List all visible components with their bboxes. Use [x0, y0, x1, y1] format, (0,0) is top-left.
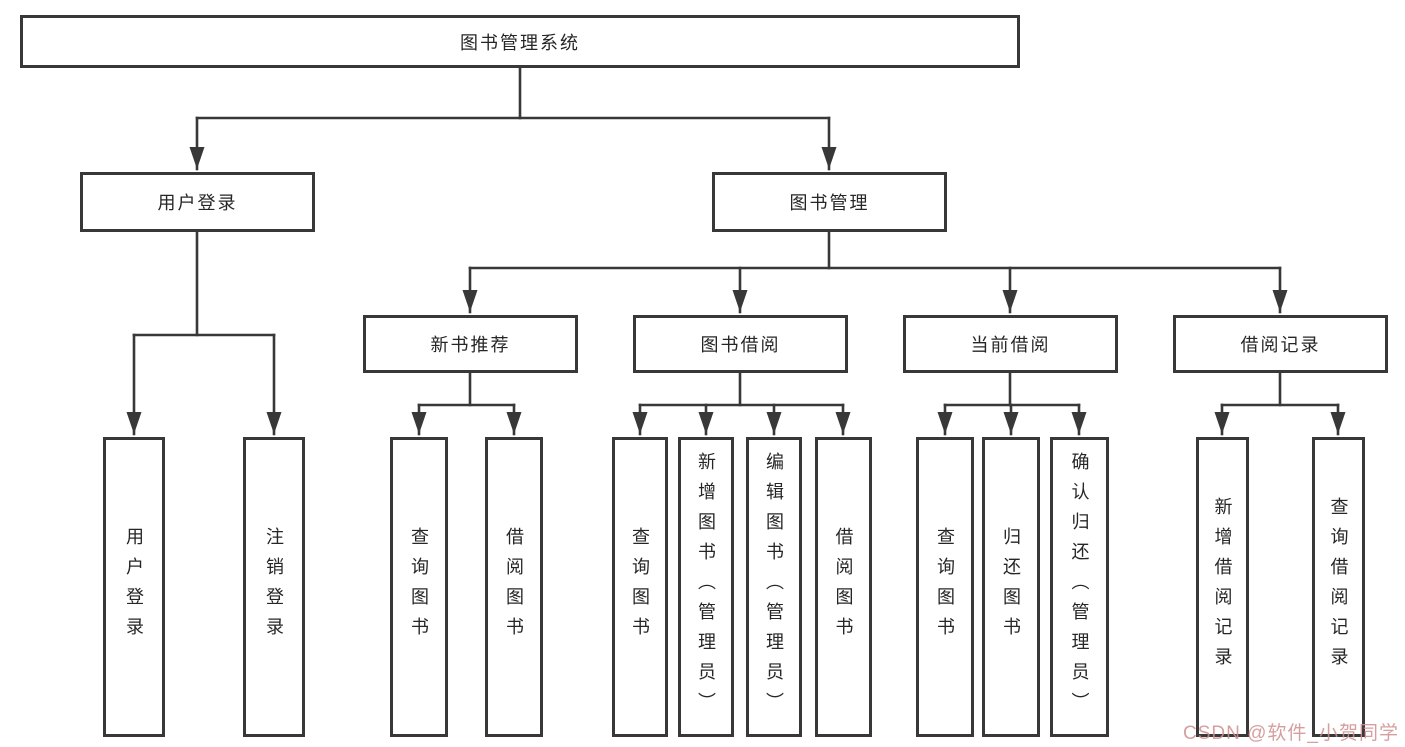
node-new-book-recommend: 新书推荐 [363, 315, 578, 373]
connector-borrow-records-children [1214, 371, 1346, 436]
leaf-edit-books-admin: 编辑图书（管理员） [746, 437, 802, 737]
connector-current-borrow-children [937, 371, 1087, 436]
leaf-label: 编辑图书（管理员） [764, 452, 784, 722]
leaf-add-borrow-record: 新增借阅记录 [1196, 437, 1249, 737]
leaf-add-books-admin: 新增图书（管理员） [678, 437, 734, 737]
leaf-label: 查询借阅记录 [1328, 497, 1349, 677]
leaf-label: 查询图书 [935, 527, 955, 647]
leaf-query-books-borrow: 查询图书 [612, 437, 668, 737]
node-borrow-records: 借阅记录 [1173, 315, 1388, 373]
csdn-watermark: CSDN @软件_小贺同学 [1183, 723, 1399, 744]
leaf-label: 查询图书 [409, 527, 429, 647]
leaf-label: 归还图书 [1001, 527, 1021, 647]
leaf-label: 借阅图书 [504, 527, 524, 647]
leaf-logout: 注销登录 [243, 437, 305, 737]
node-book-management-label: 图书管理 [789, 193, 870, 213]
node-user-login-label: 用户登录 [157, 193, 238, 213]
leaf-label: 用户登录 [124, 527, 144, 647]
leaf-return-books: 归还图书 [982, 437, 1040, 737]
node-root: 图书管理系统 [20, 15, 1020, 68]
leaf-label: 借阅图书 [833, 527, 854, 647]
node-book-management: 图书管理 [712, 172, 947, 232]
leaf-label: 查询图书 [630, 527, 650, 647]
leaf-borrow-books-new: 借阅图书 [485, 437, 543, 737]
leaf-user-login: 用户登录 [103, 437, 165, 737]
leaf-query-borrow-record: 查询借阅记录 [1312, 437, 1365, 737]
connector-book-management-children [462, 230, 1288, 314]
connector-user-login-children [126, 230, 282, 436]
leaf-label: 新增图书（管理员） [696, 452, 716, 722]
leaf-borrow-books: 借阅图书 [815, 437, 872, 737]
leaf-confirm-return-admin: 确认归还（管理员） [1050, 437, 1109, 737]
node-current-borrow-label: 当前借阅 [970, 335, 1051, 355]
connector-new-book-children [411, 371, 522, 436]
connector-book-borrow-children [632, 371, 851, 436]
leaf-query-books-new: 查询图书 [390, 437, 448, 737]
leaf-query-books-current: 查询图书 [916, 437, 974, 737]
connector-root-to-level2 [189, 66, 837, 171]
node-book-borrow-label: 图书借阅 [700, 335, 781, 355]
node-new-book-recommend-label: 新书推荐 [430, 335, 511, 355]
leaf-label: 确认归还（管理员） [1069, 452, 1090, 722]
leaf-label: 新增借阅记录 [1212, 497, 1233, 677]
node-user-login: 用户登录 [80, 172, 315, 232]
leaf-label: 注销登录 [264, 527, 284, 647]
node-book-borrow: 图书借阅 [633, 315, 848, 373]
node-current-borrow: 当前借阅 [903, 315, 1118, 373]
node-borrow-records-label: 借阅记录 [1240, 335, 1321, 355]
node-root-label: 图书管理系统 [460, 32, 580, 53]
